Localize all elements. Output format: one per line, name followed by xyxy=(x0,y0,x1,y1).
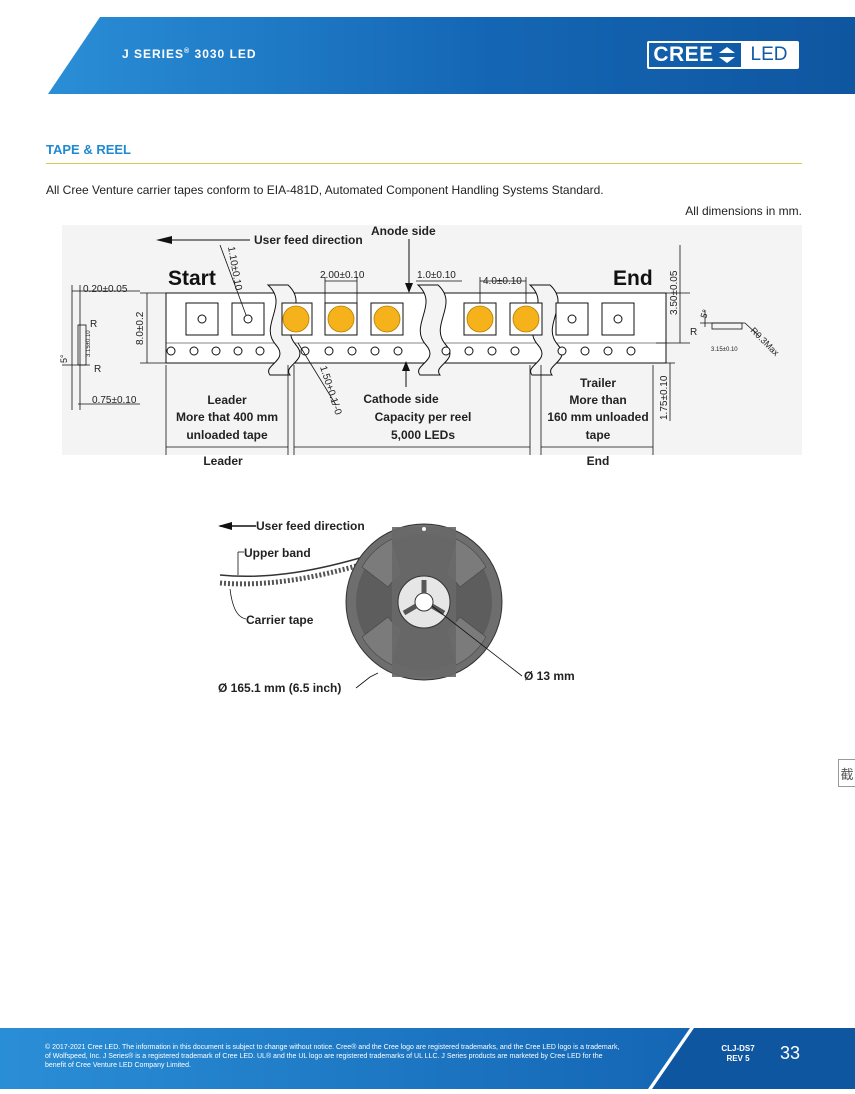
dim-1-75: 1.75±0.10 xyxy=(659,375,670,420)
hub-diameter-leader xyxy=(431,605,523,677)
angle-label-right: 5° xyxy=(698,308,710,320)
dim-3-15-right: 3.15±0.10 xyxy=(711,347,738,353)
dim-0-20: 0.20±0.05 xyxy=(83,284,128,295)
cathode-arrow-head xyxy=(402,361,410,371)
leader-desc-2: unloaded tape xyxy=(186,428,268,442)
trailer-desc-1: More than xyxy=(569,393,626,407)
cathode-label: Cathode side xyxy=(363,392,439,406)
r-label-left-1: R xyxy=(90,319,97,330)
logo-arrows-icon xyxy=(718,47,735,63)
footer-legal: © 2017-2021 Cree LED. The information in… xyxy=(45,1044,620,1069)
dimensions-note: All dimensions in mm. xyxy=(685,204,802,218)
tape-drawing: User feed direction Anode side Start End xyxy=(59,224,802,468)
doc-revision: REV 5 xyxy=(726,1054,750,1063)
side-tab[interactable]: 截 xyxy=(838,759,855,787)
right-profile xyxy=(700,310,761,338)
led-components xyxy=(282,305,540,333)
anode-arrow-head xyxy=(405,283,413,293)
trailer-label: Trailer xyxy=(580,376,616,390)
start-label: Start xyxy=(168,267,216,290)
upper-band-label: Upper band xyxy=(244,546,311,560)
angle-label-left: 5° xyxy=(59,354,69,363)
leader-desc-1: More that 400 mm xyxy=(176,410,278,424)
r-label-right: R xyxy=(690,327,697,338)
r-label-left-2: R xyxy=(94,364,101,375)
intro-text: All Cree Venture carrier tapes conform t… xyxy=(46,183,604,197)
leader-label: Leader xyxy=(207,393,247,407)
dim-3-15-left: 3.15±0.10 xyxy=(86,330,92,357)
section-divider xyxy=(46,163,802,164)
dim-2-00: 2.00±0.10 xyxy=(320,270,365,281)
leader-bottom-label: Leader xyxy=(203,454,243,468)
section-title: TAPE & REEL xyxy=(46,142,131,157)
empty-pocket-holes xyxy=(197,314,623,324)
reel-user-feed-label: User feed direction xyxy=(256,519,365,533)
hub-diameter-label: Ø 13 mm xyxy=(524,669,575,683)
anode-label: Anode side xyxy=(371,224,436,238)
left-profile xyxy=(62,285,166,410)
reel-marker xyxy=(422,527,426,531)
page-number: 33 xyxy=(780,1043,801,1063)
logo-led: LED xyxy=(741,43,797,67)
dim-1-0: 1.0±0.10 xyxy=(417,270,456,281)
dim-3-50: 3.50±0.05 xyxy=(669,270,680,315)
carrier-tape xyxy=(219,559,371,587)
logo-cree-text: CREE xyxy=(653,43,714,66)
dim-8-0: 8.0±0.2 xyxy=(135,311,146,345)
doc-id-code: CLJ-DS7 xyxy=(721,1044,755,1053)
cree-led-logo: CREE LED xyxy=(647,41,799,69)
bottom-span-lines xyxy=(165,365,654,455)
outer-diameter-label: Ø 165.1 mm (6.5 inch) xyxy=(218,681,341,695)
reel-center-hole xyxy=(414,592,434,612)
carrier-tape-leader xyxy=(229,588,247,620)
capacity-label: Capacity per reel xyxy=(375,410,472,424)
doc-id: CLJ-DS7 REV 5 xyxy=(714,1044,762,1064)
dim-4-0: 4.0±0.10 xyxy=(483,276,522,287)
footer-banner xyxy=(0,1028,855,1089)
tape-diagram: User feed direction Anode side Start End xyxy=(0,215,855,480)
header-title: J SERIES® 3030 LED xyxy=(122,47,257,61)
reel-diagram: User feed direction Upper band Carrier t… xyxy=(0,505,855,705)
page-footer xyxy=(0,1028,855,1089)
trailer-desc-2: 160 mm unloaded xyxy=(547,410,648,424)
outer-diameter-leader xyxy=(355,672,379,689)
upper-band xyxy=(219,554,371,578)
carrier-tape-label: Carrier tape xyxy=(246,613,314,627)
trailer-desc-3: tape xyxy=(586,428,611,442)
capacity-value: 5,000 LEDs xyxy=(391,428,455,442)
reel-feed-arrow-head xyxy=(218,522,232,530)
feed-arrow-head xyxy=(156,236,172,244)
top-dimension-lines xyxy=(219,244,690,344)
logo-cree: CREE xyxy=(649,43,741,67)
dim-1-50-line xyxy=(297,342,337,406)
user-feed-label: User feed direction xyxy=(254,233,363,247)
reel-drawing: User feed direction Upper band Carrier t… xyxy=(218,519,575,695)
end-label: End xyxy=(613,267,653,290)
sprocket-holes xyxy=(166,346,636,356)
dim-0-75: 0.75±0.10 xyxy=(92,395,137,406)
end-bottom-label: End xyxy=(587,454,610,468)
page-header xyxy=(0,0,855,94)
header-banner xyxy=(48,17,855,94)
